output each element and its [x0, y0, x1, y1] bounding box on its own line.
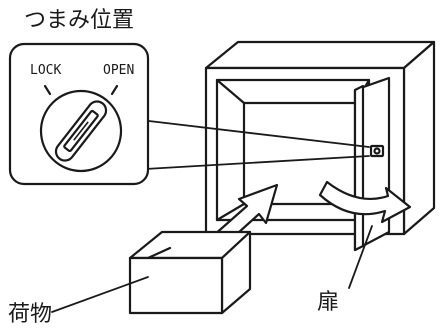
open-tick-icon	[110, 84, 119, 96]
open-label: OPEN	[103, 63, 135, 78]
leader-lines	[51, 225, 373, 313]
knob-detail-box	[8, 42, 150, 186]
callout-lines	[127, 118, 370, 171]
knob-position-label: つまみ位置	[24, 8, 135, 33]
door-swing-arrow-icon	[318, 180, 412, 224]
safe-door	[353, 76, 391, 252]
cargo-label: 荷物	[8, 302, 53, 327]
cargo-leader	[51, 276, 149, 313]
door-knob-icon	[369, 144, 385, 158]
door-label: 扉	[317, 290, 340, 315]
lock-tick-icon	[43, 84, 52, 96]
knob-handle-icon	[54, 100, 108, 162]
lock-label: LOCK	[30, 63, 62, 78]
door-leader	[348, 225, 373, 289]
cargo-box-icon	[128, 230, 252, 315]
